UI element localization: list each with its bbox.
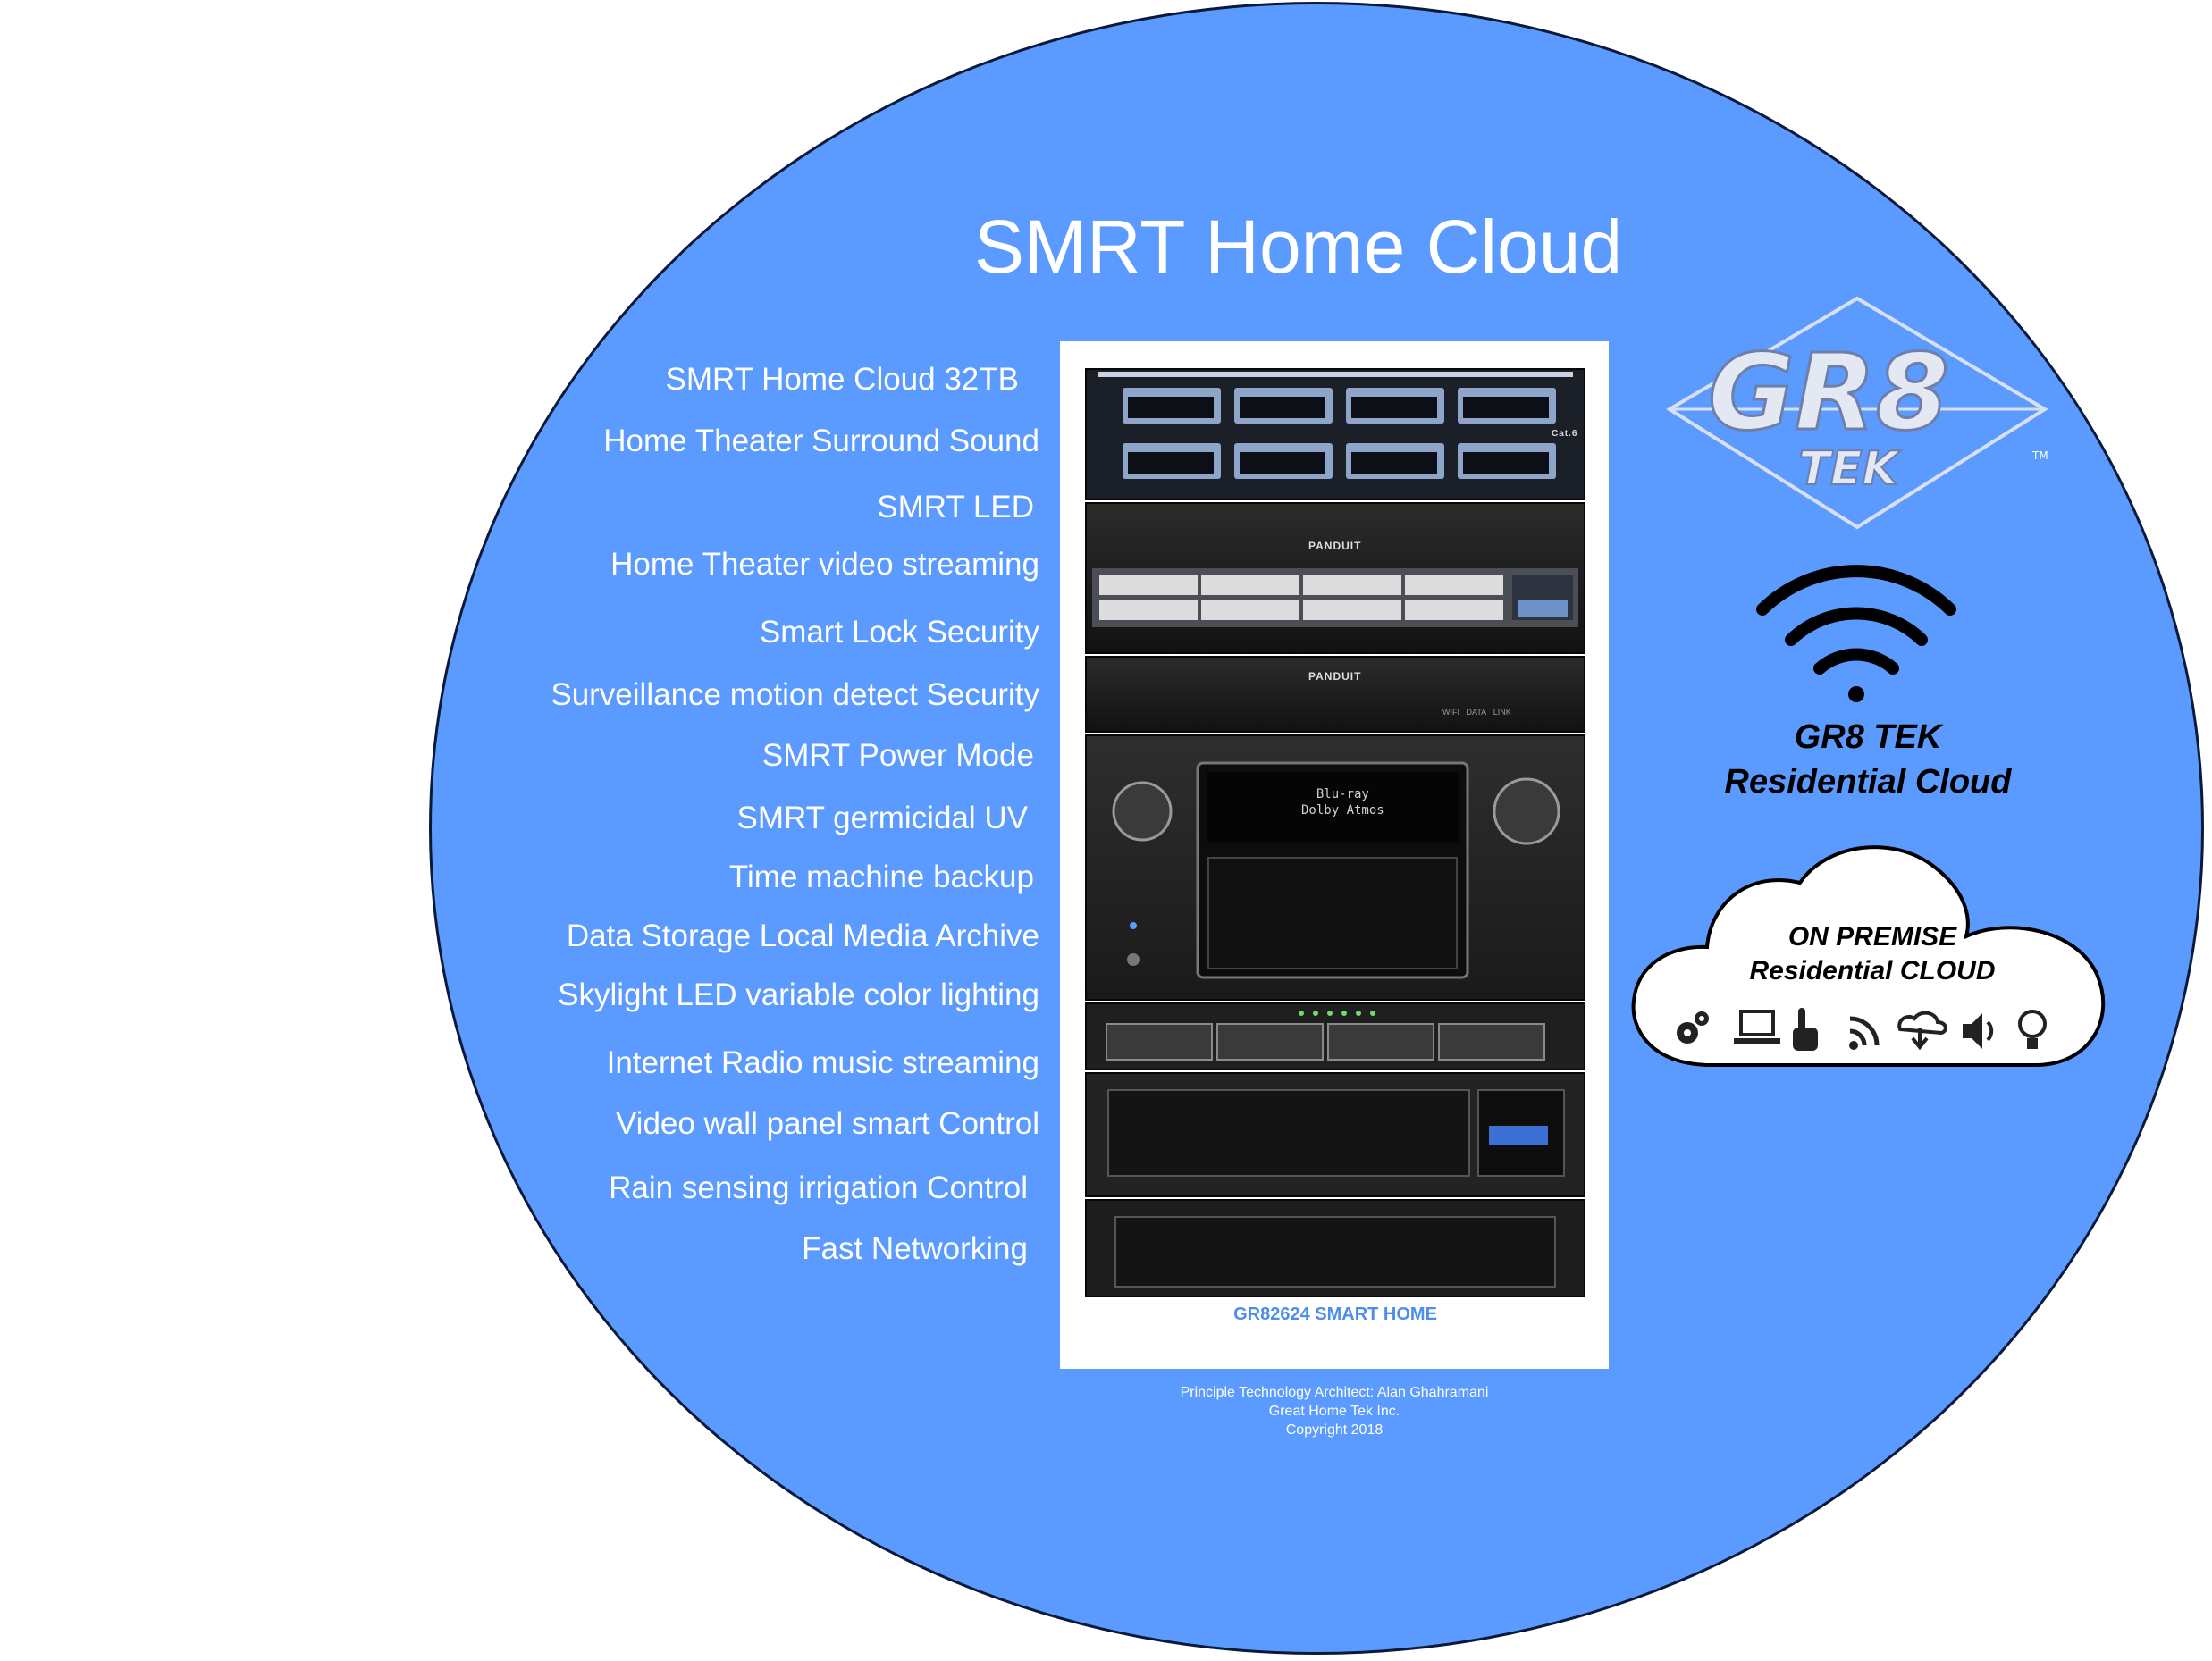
feature-item: Smart Lock Security [759,615,1039,650]
cloud-line-1: ON PREMISE [1787,922,1957,952]
touch-icon [1793,1008,1818,1051]
rack-label: GR82624 SMART HOME [1233,1304,1437,1324]
cloud-text: ON PREMISE Residential CLOUD [1636,920,2109,988]
manager-brand: PANDUIT [1308,670,1362,683]
battery-grille [1114,1216,1556,1288]
status-data: DATA [1466,708,1487,717]
network-switch: PANDUIT [1085,502,1585,654]
logo-tm: TM [2031,449,2048,462]
switch-brand: PANDUIT [1308,540,1362,552]
logo-main: GR8 [1708,331,1949,454]
patch-panel-ports [1098,372,1573,479]
ups-panel [1107,1089,1565,1177]
feature-item: SMRT germicidal UV [736,801,1028,835]
feature-item: Skylight LED variable color lighting [558,977,1039,1012]
patch-panel: Cat.6 [1085,368,1585,500]
rack-image: Cat.6 PANDUIT [1060,341,1609,1369]
feature-item: Rain sensing irrigation Control [609,1170,1028,1205]
credits: Principle Technology Architect: Alan Gha… [1060,1383,1609,1439]
gr8-tek-logo: GR8 TEK TM [1666,296,2048,530]
laptop-icon [1734,1010,1780,1044]
brand-title: GR8 TEK Residential Cloud [1653,715,2082,804]
switch-ports [1092,568,1578,627]
brand-title-line-2: Residential Cloud [1724,763,2012,801]
nas-drives [1106,1011,1545,1061]
feature-item: SMRT LED [877,490,1034,524]
server-rack: Cat.6 PANDUIT [1085,368,1585,1324]
feature-item: Home Theater video streaming [610,547,1039,582]
feature-item: Surveillance motion detect Security [551,677,1039,712]
cable-manager: PANDUIT WIFI DATA LINK [1085,656,1585,733]
feature-item: Video wall panel smart Control [615,1106,1039,1141]
ups-unit [1085,1072,1585,1197]
feature-item: SMRT Power Mode [761,738,1034,773]
cloud-line-2: Residential CLOUD [1749,956,1996,986]
brand-title-line-1: GR8 TEK [1794,718,1942,756]
credit-architect: Principle Technology Architect: Alan Gha… [1180,1385,1489,1400]
feature-item: Time machine backup [728,860,1034,894]
credit-copyright: Copyright 2018 [1285,1422,1384,1438]
feature-item: Data Storage Local Media Archive [566,919,1039,953]
nas-storage [1085,1002,1585,1070]
feature-item: Fast Networking [802,1231,1028,1266]
logo-sub: TEK [1798,442,1901,496]
status-wifi: WIFI [1442,708,1459,717]
cloud-download-icon [1897,1011,1947,1051]
status-link: LINK [1493,708,1511,717]
panel-tag: Cat.6 [1552,429,1578,439]
feature-item: Internet Radio music streaming [606,1045,1039,1080]
battery-pack [1085,1199,1585,1297]
speaker-icon [1963,1013,1994,1049]
gears-icon [1677,1011,1709,1044]
credit-company: Great Home Tek Inc. [1268,1404,1400,1419]
wifi-icon [1756,565,1956,702]
rss-icon [1849,1016,1880,1050]
lightbulb-icon [2018,1010,2047,1049]
page-title: SMRT Home Cloud [974,205,1623,289]
feature-item: SMRT Home Cloud 32TB [665,362,1019,397]
display-line-2: Dolby Atmos [1301,803,1384,818]
receiver-display: Blu-ray Dolby Atmos [1301,786,1384,818]
av-receiver: Blu-ray Dolby Atmos [1085,734,1585,1001]
receiver-controls [1112,761,1560,979]
feature-item: Home Theater Surround Sound [603,424,1039,458]
display-line-1: Blu-ray [1316,787,1369,801]
status-labels: WIFI DATA LINK [1442,708,1511,717]
cloud-icon-row [1677,1008,2047,1051]
